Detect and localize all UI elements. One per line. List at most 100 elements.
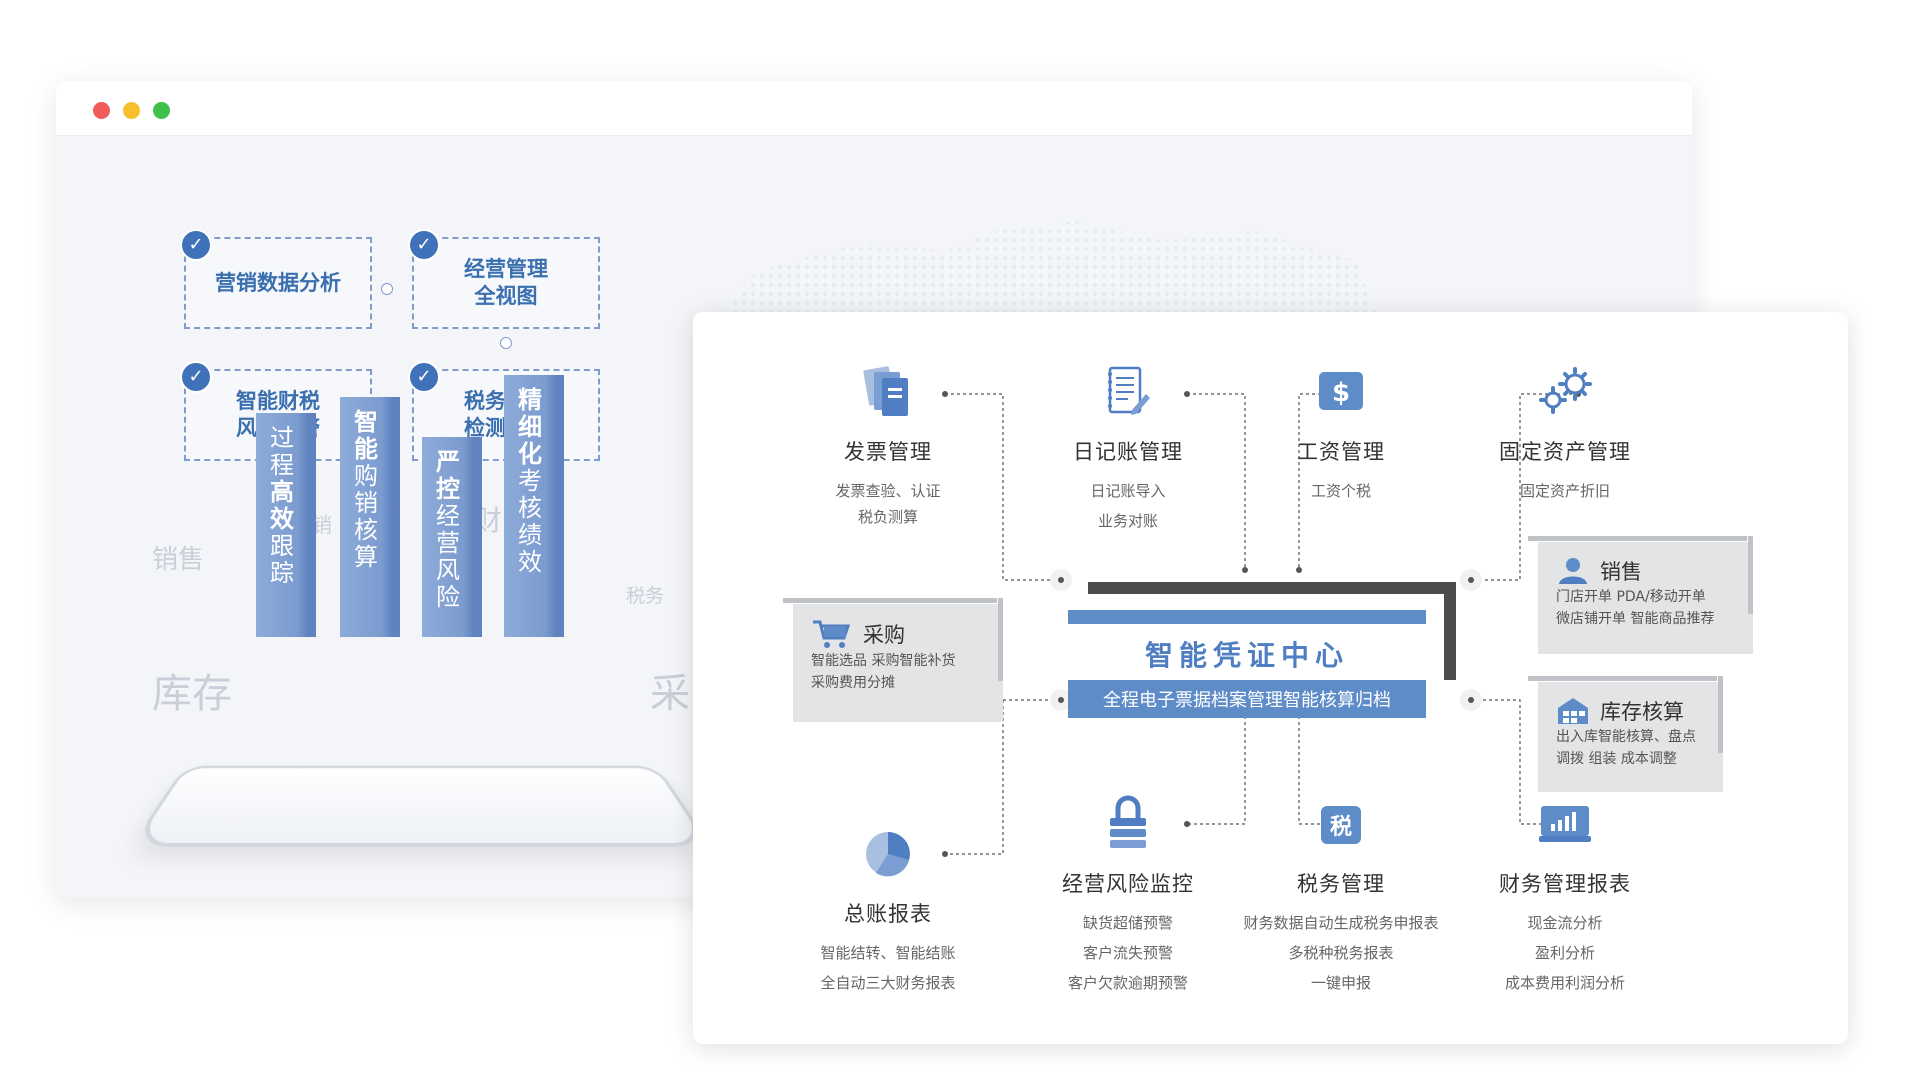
connector-node: [942, 851, 948, 857]
center-accent-bar: [1068, 610, 1426, 624]
module-line: 客户欠款逾期预警: [1067, 974, 1188, 992]
panel-line: 调拨 组装 成本调整: [1556, 751, 1677, 767]
module-title: 发票管理: [844, 440, 932, 464]
module-line: 客户流失预警: [1082, 944, 1173, 962]
module-title: 日记账管理: [1073, 440, 1183, 464]
gears-icon: [1445, 362, 1685, 422]
lock-icon: [1008, 794, 1248, 854]
panel-title: 采购: [863, 623, 905, 647]
module-line: 日记账导入: [1090, 482, 1166, 500]
panel-line: 出入库智能核算、盘点: [1556, 729, 1696, 745]
module-line: 成本费用利润分析: [1504, 974, 1625, 992]
module-title: 税务管理: [1297, 872, 1385, 896]
pillar-char: 程: [270, 451, 294, 479]
pillar-char: 核: [518, 494, 542, 522]
check-icon: ✓: [180, 229, 212, 261]
pillar-3: 严控经营风险: [422, 437, 482, 637]
connector-node: [1184, 821, 1190, 827]
close-window-button[interactable]: [93, 102, 110, 119]
module-title: 固定资产管理: [1499, 440, 1631, 464]
pillar-char: 险: [436, 583, 460, 611]
panel-line: 采购费用分摊: [811, 675, 895, 691]
pillar-char: 能: [354, 435, 378, 463]
pillar-char: 过: [270, 424, 294, 452]
floating-word: 税务: [626, 585, 665, 607]
invoice-stack-icon: [768, 362, 1008, 422]
pillar-char: 购: [354, 462, 378, 490]
feature-box-operations-overview: ✓ 经营管理 全视图: [408, 229, 600, 329]
pillar-char: 算: [354, 543, 378, 571]
pillar-char: 化: [518, 440, 542, 468]
module-line: 多税种税务报表: [1288, 944, 1394, 962]
pillar-char: 销: [354, 489, 378, 517]
module-salary[interactable]: $ 工资管理 工资个税: [1221, 362, 1461, 506]
pillar-char: 效: [518, 548, 542, 576]
panel-inventory[interactable]: 库存核算 出入库智能核算、盘点 调拨 组装 成本调整: [1528, 676, 1723, 792]
pillar-char: 风: [436, 556, 460, 584]
minimize-window-button[interactable]: [123, 102, 140, 119]
pillar-char: 智: [354, 408, 378, 436]
connector-node: [500, 337, 512, 349]
connector-node: [1460, 569, 1482, 591]
module-line: 工资个税: [1310, 482, 1371, 500]
svg-text:税: 税: [1330, 814, 1352, 840]
pillar-char: 控: [436, 475, 460, 503]
connector-node: [1242, 567, 1248, 573]
module-title: 总账报表: [844, 902, 932, 926]
panel-purchase[interactable]: 采购 智能选品 采购智能补货 采购费用分摊: [783, 598, 1003, 722]
pillar-char: 绩: [518, 521, 542, 549]
check-icon: ✓: [408, 361, 440, 393]
cart-icon: [813, 620, 851, 648]
module-ledger-reports[interactable]: 总账报表 智能结转、智能结账 全自动三大财务报表: [768, 824, 1008, 998]
connector-node: [1050, 689, 1072, 711]
tax-icon: 税: [1221, 794, 1461, 854]
panel-title: 库存核算: [1600, 700, 1684, 724]
connector-node: [1184, 391, 1190, 397]
user-icon: [1559, 558, 1587, 584]
pillar-1: 过程高效跟踪: [256, 413, 316, 637]
module-line: 智能结转、智能结账: [820, 944, 956, 962]
monitor-chart-icon: [1445, 794, 1685, 854]
pillar-char: 营: [436, 529, 460, 557]
smart-voucher-center[interactable]: 智能凭证中心 全程电子票据档案管理智能核算归档: [1068, 582, 1456, 718]
maximize-window-button[interactable]: [153, 102, 170, 119]
module-line: 财务数据自动生成税务申报表: [1243, 914, 1439, 932]
pillar-char: 跟: [270, 532, 294, 560]
center-title: 智能凭证中心: [1144, 639, 1349, 672]
module-tax-management[interactable]: 税 税务管理 财务数据自动生成税务申报表 多税种税务报表 一键申报: [1221, 794, 1461, 998]
module-title: 工资管理: [1297, 440, 1385, 464]
module-risk-monitor[interactable]: 经营风险监控 缺货超储预警 客户流失预警 客户欠款逾期预警: [1008, 794, 1248, 998]
svg-text:$: $: [1332, 378, 1350, 408]
phone-illustration: [129, 765, 713, 847]
module-journal[interactable]: 日记账管理 日记账导入 业务对账: [1008, 362, 1248, 536]
pie-chart-icon: [768, 824, 1008, 884]
check-icon: ✓: [408, 229, 440, 261]
module-line: 业务对账: [1097, 512, 1158, 530]
module-line: 全自动三大财务报表: [820, 974, 956, 992]
module-financial-reports[interactable]: 财务管理报表 现金流分析 盈利分析 成本费用利润分析: [1445, 794, 1685, 998]
connector-node: [1050, 569, 1072, 591]
floating-word: 销售: [152, 545, 205, 575]
connector-node: [1296, 567, 1302, 573]
module-title: 经营风险监控: [1062, 872, 1194, 896]
panel-line: 微店铺开单 智能商品推荐: [1556, 611, 1715, 627]
connector-node: [942, 391, 948, 397]
pillar-2: 智能购销核算: [340, 397, 400, 637]
feature-box-marketing-analysis: ✓ 营销数据分析: [180, 229, 372, 329]
pillar-char: 核: [354, 516, 378, 544]
dollar-icon: $: [1221, 362, 1461, 422]
pillar-4: 精细化考核绩效: [504, 375, 564, 637]
module-title: 财务管理报表: [1499, 872, 1631, 896]
pillar-char: 精: [518, 386, 542, 414]
module-line: 盈利分析: [1534, 944, 1595, 962]
module-fixed-assets[interactable]: 固定资产管理 固定资产折旧: [1445, 362, 1685, 506]
center-frame: [1088, 582, 1456, 680]
check-icon: ✓: [180, 361, 212, 393]
panel-sales[interactable]: 销售 门店开单 PDA/移动开单 微店铺开单 智能商品推荐: [1528, 536, 1753, 654]
connector-node: [1460, 689, 1482, 711]
panel-line: 智能选品 采购智能补货: [811, 653, 956, 669]
module-line: 税负测算: [857, 508, 918, 526]
warehouse-icon: [1558, 698, 1588, 724]
module-line: 一键申报: [1310, 974, 1371, 992]
module-invoice[interactable]: 发票管理 发票查验、认证 税负测算: [768, 362, 1008, 528]
